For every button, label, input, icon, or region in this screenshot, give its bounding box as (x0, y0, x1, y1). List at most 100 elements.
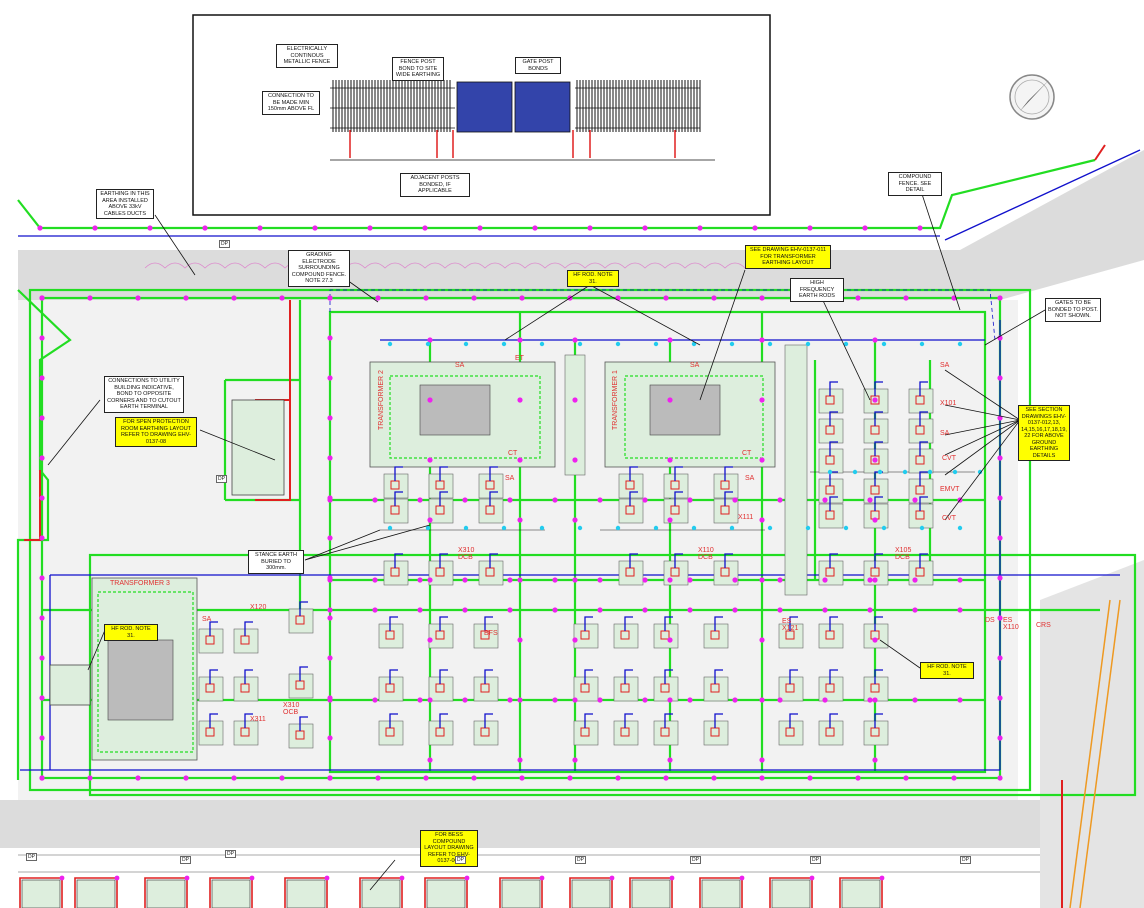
plinth-bond (439, 616, 448, 631)
earth-node (37, 225, 43, 231)
detail-note-fence: ELECTRICALLY CONTINOUS METALLIC FENCE (276, 44, 338, 68)
equipment-plinth (778, 720, 804, 746)
plinth-bond (299, 716, 308, 731)
earth-node (642, 497, 648, 503)
plinth-bond (789, 669, 798, 684)
plinth-bond (484, 616, 493, 631)
plinth-bond (394, 553, 403, 568)
detail-bonds (349, 130, 676, 158)
transformer-bodies (107, 384, 721, 721)
earth-node (517, 637, 523, 643)
earth-node (872, 637, 878, 643)
plinth-bond (439, 491, 448, 506)
earth-node (39, 295, 45, 301)
tag-x310-ocb: X310 OCB (283, 702, 300, 716)
earth-node (867, 497, 873, 503)
earth-node (114, 875, 120, 881)
transformer2-label: TRANSFORMER 2 (378, 370, 385, 430)
equipment-plinth (863, 623, 889, 649)
bess-earth-loop (629, 877, 673, 908)
earth-node (367, 225, 373, 231)
bess-unit (76, 879, 116, 908)
earth-node (327, 775, 333, 781)
bess-earth-loop (74, 877, 118, 908)
earth-node (711, 295, 717, 301)
detail-note-post-bond: FENCE POST BOND TO SITE WIDE EARTHING (392, 57, 444, 81)
left-structure (49, 664, 91, 706)
earth-node (687, 497, 693, 503)
equipment-plinth (908, 418, 934, 444)
earth-node (759, 697, 765, 703)
earth-node (587, 225, 593, 231)
earth-node (732, 577, 738, 583)
earth-node (822, 497, 828, 503)
earth-node (872, 457, 878, 463)
plinth-bond (919, 553, 928, 568)
earth-node (552, 577, 558, 583)
earth-node (957, 577, 963, 583)
earth-node (517, 397, 523, 403)
utility-building (231, 399, 285, 496)
plinth-bond (874, 669, 883, 684)
earth-node (597, 697, 603, 703)
earth-node (427, 397, 433, 403)
earth-node (822, 697, 828, 703)
bess-unit (21, 879, 61, 908)
hf-rod-marker (463, 525, 469, 531)
equipment-plinth (288, 608, 314, 634)
earth-node (417, 577, 423, 583)
equipment-plinth (428, 473, 454, 499)
plinth-bond (389, 616, 398, 631)
earth-node (759, 337, 765, 343)
earth-node (807, 225, 813, 231)
plinth-bond (874, 713, 883, 728)
earth-node (375, 775, 381, 781)
earth-node (642, 225, 648, 231)
earth-node (732, 607, 738, 613)
equipment-plinth (613, 720, 639, 746)
earth-node (471, 775, 477, 781)
north-arrow-icon (1009, 74, 1055, 120)
earth-node (327, 615, 333, 621)
callout-compound-fence: COMPOUND FENCE. SEE DETAIL (888, 172, 942, 196)
earth-node (572, 697, 578, 703)
earth-node (507, 497, 513, 503)
equipment-plinth (713, 473, 739, 499)
earth-node (427, 697, 433, 703)
tag-sa-1: SA (455, 362, 465, 369)
tag-ct-1: CT (508, 450, 518, 457)
hf-rod-marker (425, 525, 431, 531)
plinth-bond (439, 553, 448, 568)
plinth-bond (674, 491, 683, 506)
earth-node (663, 775, 669, 781)
plinth-bond (299, 601, 308, 616)
plinth-bond (394, 466, 403, 481)
earth-node (759, 295, 765, 301)
equipment-plinth (863, 720, 889, 746)
hf-rod-marker (927, 469, 933, 475)
earth-node (809, 875, 815, 881)
plinth-bond (584, 616, 593, 631)
earth-node (39, 695, 45, 701)
earth-node (372, 607, 378, 613)
tag-emvt: EMVT (940, 486, 960, 493)
earth-node (759, 397, 765, 403)
equipment-plinth (288, 673, 314, 699)
plinth-bond (664, 713, 673, 728)
hf-rod-marker (877, 469, 883, 475)
bess-earth-loop (569, 877, 613, 908)
plinth-bond (874, 496, 883, 511)
gate-right (514, 81, 571, 133)
bess-earth-loop (284, 877, 328, 908)
bess-earth-loop (699, 877, 743, 908)
earth-node (327, 497, 333, 503)
lower-road (0, 800, 1144, 848)
detail-note-connection: CONNECTION TO BE MADE MIN 150mm ABOVE FL (262, 91, 320, 115)
earth-node (572, 457, 578, 463)
bess-unit (571, 879, 611, 908)
tag-crs: CRS (1036, 622, 1051, 629)
equipment-plinth (818, 503, 844, 529)
earth-node (855, 295, 861, 301)
earth-node (615, 775, 621, 781)
equipment-plinth (618, 473, 644, 499)
